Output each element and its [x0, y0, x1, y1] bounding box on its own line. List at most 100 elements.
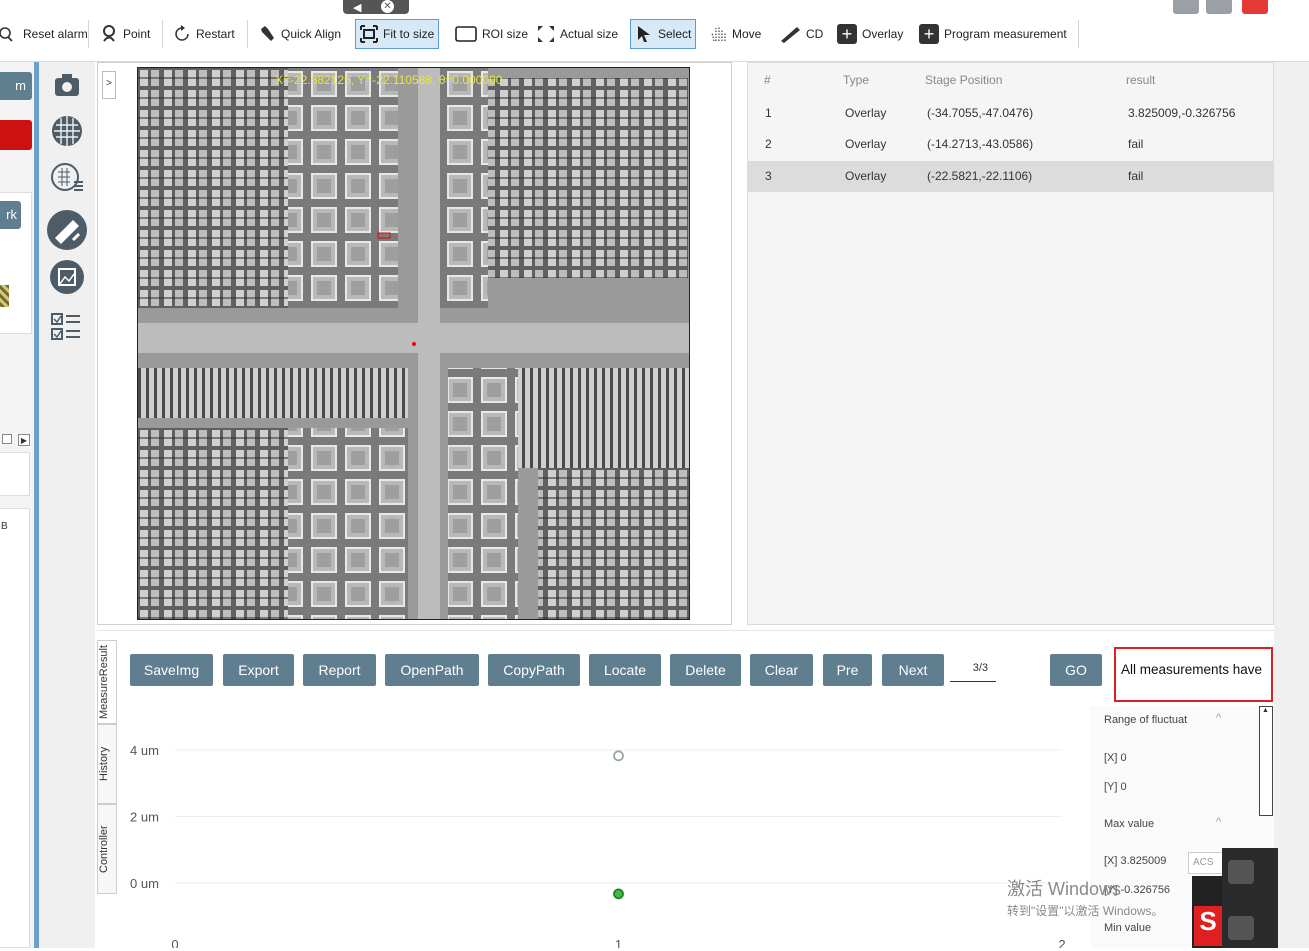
mark-label: rk	[6, 207, 17, 222]
row-type: Overlay	[845, 106, 887, 120]
fit-icon	[360, 25, 378, 43]
checklist-icon[interactable]	[50, 310, 84, 344]
select-tool-button[interactable]: Select	[630, 19, 697, 49]
minimize-button[interactable]	[1173, 0, 1199, 14]
panel-splitter[interactable]	[34, 62, 39, 948]
overlay-button[interactable]: + Overlay	[837, 19, 903, 49]
report-button[interactable]: Report	[303, 654, 376, 686]
button-label: Delete	[685, 662, 726, 678]
range-x: [X] 0	[1104, 752, 1127, 764]
page-indicator[interactable]: 3/3	[950, 662, 996, 682]
left-action-button[interactable]: m	[0, 72, 32, 100]
col-header-type[interactable]: Type	[843, 73, 870, 87]
row-result: 3.825009,-0.326756	[1128, 106, 1236, 120]
move-tool-label: Move	[732, 27, 762, 41]
tab-history[interactable]: History	[97, 724, 117, 804]
previous-button[interactable]: Pre	[823, 654, 872, 686]
collapse-icon[interactable]: ^	[1216, 712, 1222, 724]
capture-widget[interactable]: ◀ ✕	[343, 0, 409, 14]
row-position: (-34.7055,-47.0476)	[927, 106, 1034, 120]
min-title: Min value	[1104, 922, 1152, 934]
restart-icon	[175, 25, 189, 41]
button-label: Report	[318, 662, 361, 678]
button-label: Clear	[764, 662, 799, 678]
ruler-icon	[781, 27, 800, 43]
back-icon[interactable]: ◀	[353, 2, 362, 14]
scroll-right-button[interactable]: ▶	[18, 434, 30, 446]
scroll-left-button[interactable]	[2, 434, 12, 444]
collapse-icon[interactable]: ^	[1216, 816, 1222, 828]
next-button[interactable]: Next	[882, 654, 944, 686]
col-header-index[interactable]: #	[764, 73, 771, 87]
wafer-map-icon[interactable]	[50, 160, 84, 194]
go-button[interactable]: GO	[1050, 654, 1102, 686]
left-card: rk	[0, 192, 32, 334]
grid-icon[interactable]	[50, 114, 84, 148]
copy-path-button[interactable]: CopyPath	[488, 654, 580, 686]
tab-label: MeasureResult	[98, 645, 110, 719]
close-icon[interactable]: ✕	[381, 0, 394, 13]
image-icon[interactable]	[50, 260, 84, 294]
row-result: fail	[1128, 169, 1144, 183]
wafer-die-pattern	[138, 68, 689, 619]
taskbar-app-icon[interactable]	[1228, 860, 1254, 884]
left-panel: m rk ▶ B	[0, 62, 34, 948]
stats-scrollbar[interactable]: ▲	[1259, 706, 1273, 816]
taskbar-app-icon[interactable]	[1228, 916, 1254, 940]
reset-alarm-label: Reset alarm	[23, 27, 88, 41]
left-alert-button[interactable]	[0, 120, 32, 150]
reset-alarm-button[interactable]: Reset alarm	[0, 19, 88, 49]
locate-button[interactable]: Locate	[589, 654, 661, 686]
clear-button[interactable]: Clear	[750, 654, 813, 686]
wafer-image[interactable]	[137, 67, 690, 620]
row-result: fail	[1128, 137, 1144, 151]
cursor-icon	[638, 26, 650, 42]
max-title: Max value	[1104, 818, 1155, 830]
roi-size-button[interactable]: ROI size	[455, 19, 528, 49]
restart-button[interactable]: Restart	[173, 19, 235, 49]
row-index: 2	[765, 137, 772, 151]
tab-label: Controller	[98, 825, 110, 873]
camera-icon[interactable]	[50, 68, 84, 102]
cd-button[interactable]: CD	[779, 19, 823, 49]
button-label: OpenPath	[400, 662, 464, 678]
col-header-stage-position[interactable]: Stage Position	[925, 73, 1003, 87]
wrench-icon	[261, 26, 274, 41]
quick-align-label: Quick Align	[281, 27, 342, 41]
save-image-button[interactable]: SaveImg	[130, 654, 213, 686]
close-window-button[interactable]	[1242, 0, 1268, 14]
left-list: B	[0, 508, 30, 948]
delete-button[interactable]: Delete	[670, 654, 741, 686]
fit-to-size-button[interactable]: Fit to size	[355, 19, 440, 49]
table-row[interactable]: 2 Overlay (-14.2713,-43.0586) fail	[748, 129, 1273, 160]
col-header-result[interactable]: result	[1126, 73, 1156, 87]
maximize-button[interactable]	[1206, 0, 1232, 14]
tab-controller[interactable]: Controller	[97, 804, 117, 894]
point-label: Point	[123, 27, 151, 41]
mark-button[interactable]: rk	[0, 201, 21, 229]
expand-panel-button[interactable]: >	[102, 71, 116, 99]
measure-tool-icon[interactable]	[47, 210, 87, 250]
row-position: (-22.5821,-22.1106)	[927, 169, 1033, 183]
row-type: Overlay	[845, 169, 887, 183]
point-button[interactable]: Point	[100, 19, 150, 49]
row-type: Overlay	[845, 137, 887, 151]
table-row[interactable]: 1 Overlay (-34.7055,-47.0476) 3.825009,-…	[748, 97, 1273, 128]
tab-measure-result[interactable]: MeasureResult	[97, 640, 117, 724]
table-row-selected[interactable]: 3 Overlay (-22.5821,-22.1106) fail	[748, 161, 1273, 192]
row-index: 1	[765, 106, 772, 120]
actual-size-button[interactable]: Actual size	[537, 19, 618, 49]
select-tool-label: Select	[658, 27, 692, 41]
open-path-button[interactable]: OpenPath	[385, 654, 479, 686]
vertical-tabs: MeasureResult History Controller	[97, 640, 117, 948]
program-measurement-button[interactable]: + Program measurement	[919, 19, 1067, 49]
quick-align-button[interactable]: Quick Align	[258, 19, 341, 49]
export-button[interactable]: Export	[223, 654, 294, 686]
button-label: Next	[898, 662, 928, 678]
move-tool-button[interactable]: Move	[709, 19, 761, 49]
row-position: (-14.2713,-43.0586)	[927, 137, 1034, 151]
tool-icon-column	[39, 62, 95, 948]
acs-text: ACS	[1193, 857, 1214, 868]
range-title: Range of fluctuat	[1104, 714, 1188, 726]
